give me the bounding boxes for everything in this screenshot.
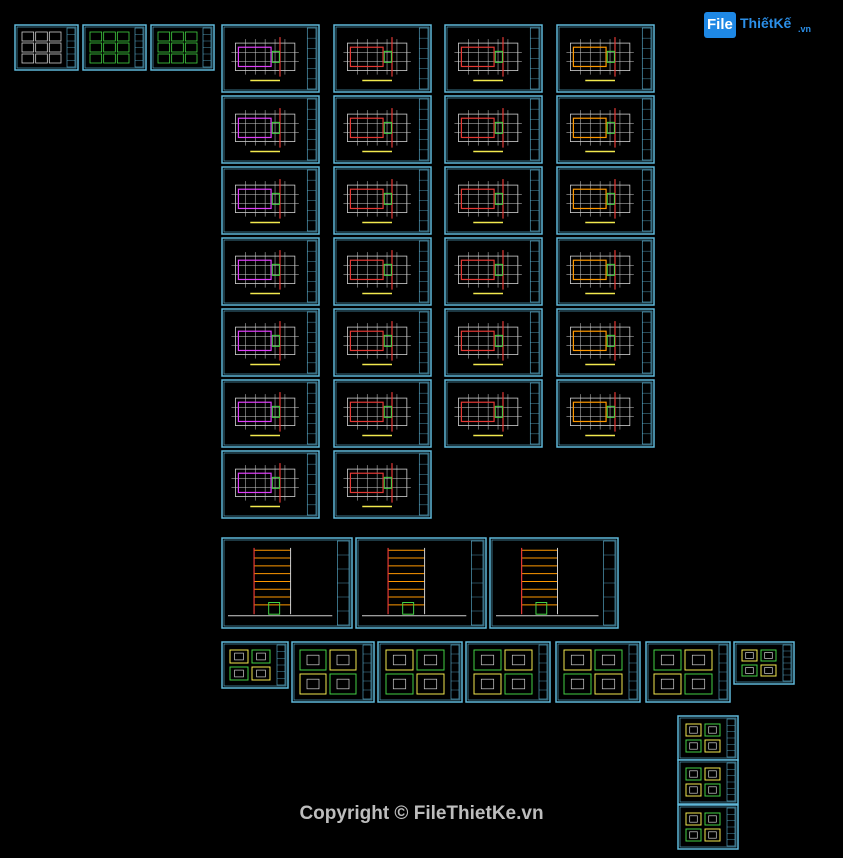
detail-sheet[interactable] [555,641,641,703]
detail-sheet[interactable] [291,641,375,703]
plan-sheet[interactable] [556,24,655,93]
plan-sheet[interactable] [556,308,655,377]
plan-sheet[interactable] [444,166,543,235]
plan-sheet[interactable] [444,379,543,448]
plan-sheet[interactable] [221,24,320,93]
plan-sheet[interactable] [221,450,320,519]
detail-stack-sheet[interactable] [677,715,739,761]
section-sheet[interactable] [221,537,353,629]
plan-sheet[interactable] [221,166,320,235]
plan-sheet[interactable] [333,308,432,377]
section-sheet[interactable] [489,537,619,629]
detail-sheet[interactable] [221,641,289,689]
plan-sheet[interactable] [444,24,543,93]
logo-brand-text: ThiếtKế [740,15,792,31]
detail-sheet[interactable] [645,641,731,703]
cover-sheet-index[interactable] [14,24,79,71]
plan-sheet[interactable] [444,237,543,306]
plan-sheet[interactable] [556,379,655,448]
logo-file-text: File [704,12,736,38]
detail-sheet[interactable] [733,641,795,685]
plan-sheet[interactable] [556,166,655,235]
watermark-logo: File ThiếtKế .vn [704,12,816,40]
plan-sheet[interactable] [221,379,320,448]
plan-sheet[interactable] [556,95,655,164]
plan-sheet[interactable] [444,308,543,377]
cover-sheet-legend[interactable] [82,24,147,71]
detail-stack-sheet[interactable] [677,759,739,805]
plan-sheet[interactable] [221,237,320,306]
plan-sheet[interactable] [333,450,432,519]
plan-sheet[interactable] [556,237,655,306]
plan-sheet[interactable] [333,95,432,164]
plan-sheet[interactable] [444,95,543,164]
plan-sheet[interactable] [221,308,320,377]
plan-sheet[interactable] [333,237,432,306]
plan-sheet[interactable] [333,24,432,93]
plan-sheet[interactable] [221,95,320,164]
section-sheet[interactable] [355,537,487,629]
cover-sheet-notes[interactable] [150,24,215,71]
detail-stack-sheet[interactable] [677,804,739,850]
detail-sheet[interactable] [465,641,551,703]
plan-sheet[interactable] [333,379,432,448]
logo-suffix-text: .vn [798,24,812,34]
copyright-text: Copyright © FileThietKe.vn [299,803,544,824]
plan-sheet[interactable] [333,166,432,235]
detail-sheet[interactable] [377,641,463,703]
